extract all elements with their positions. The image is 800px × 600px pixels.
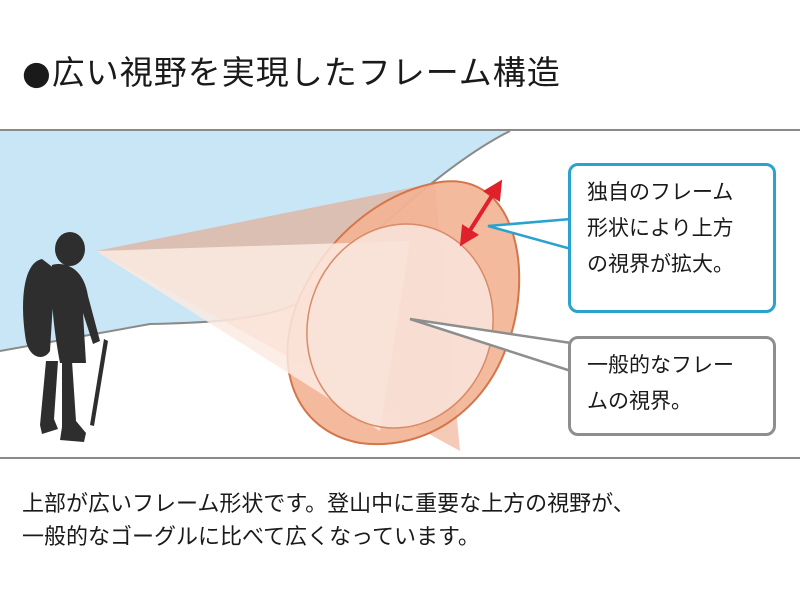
callout-wide-line-2: 形状により上方 xyxy=(587,216,734,240)
expansion-arrow xyxy=(459,179,503,247)
hiker-silhouette xyxy=(23,232,108,442)
normal-frame-lens xyxy=(306,223,494,429)
trekking-pole xyxy=(90,339,108,426)
callout-wide-line-3: の視界が拡大。 xyxy=(587,252,734,276)
page-title: ●広い視野を実現したフレーム構造 xyxy=(22,53,561,92)
callout-normal-frame: 一般的なフレー ムの視界。 xyxy=(568,336,776,436)
hiker-body xyxy=(51,264,100,363)
field-of-view-diagram xyxy=(0,131,573,451)
callout-normal-line-2: ムの視界。 xyxy=(587,389,692,413)
caption-line-1: 上部が広いフレーム形状です。登山中に重要な上方の視野が、 xyxy=(22,492,635,517)
diagram-panel: 独自のフレーム 形状により上方 の視界が拡大。 一般的なフレー ムの視界。 xyxy=(0,129,800,459)
callout-normal-line-1: 一般的なフレー xyxy=(587,353,734,377)
hiker-head xyxy=(55,232,85,266)
caption-line-2: 一般的なゴーグルに比べて広くなっています。 xyxy=(22,525,480,550)
callout-wide-frame: 独自のフレーム 形状により上方 の視界が拡大。 xyxy=(568,163,776,313)
callout-wide-line-1: 独自のフレーム xyxy=(587,180,734,204)
hiker-legs xyxy=(40,361,86,442)
hiker-backpack xyxy=(23,259,55,357)
description-caption: 上部が広いフレーム形状です。登山中に重要な上方の視野が、 一般的なゴーグルに比べ… xyxy=(22,488,635,554)
